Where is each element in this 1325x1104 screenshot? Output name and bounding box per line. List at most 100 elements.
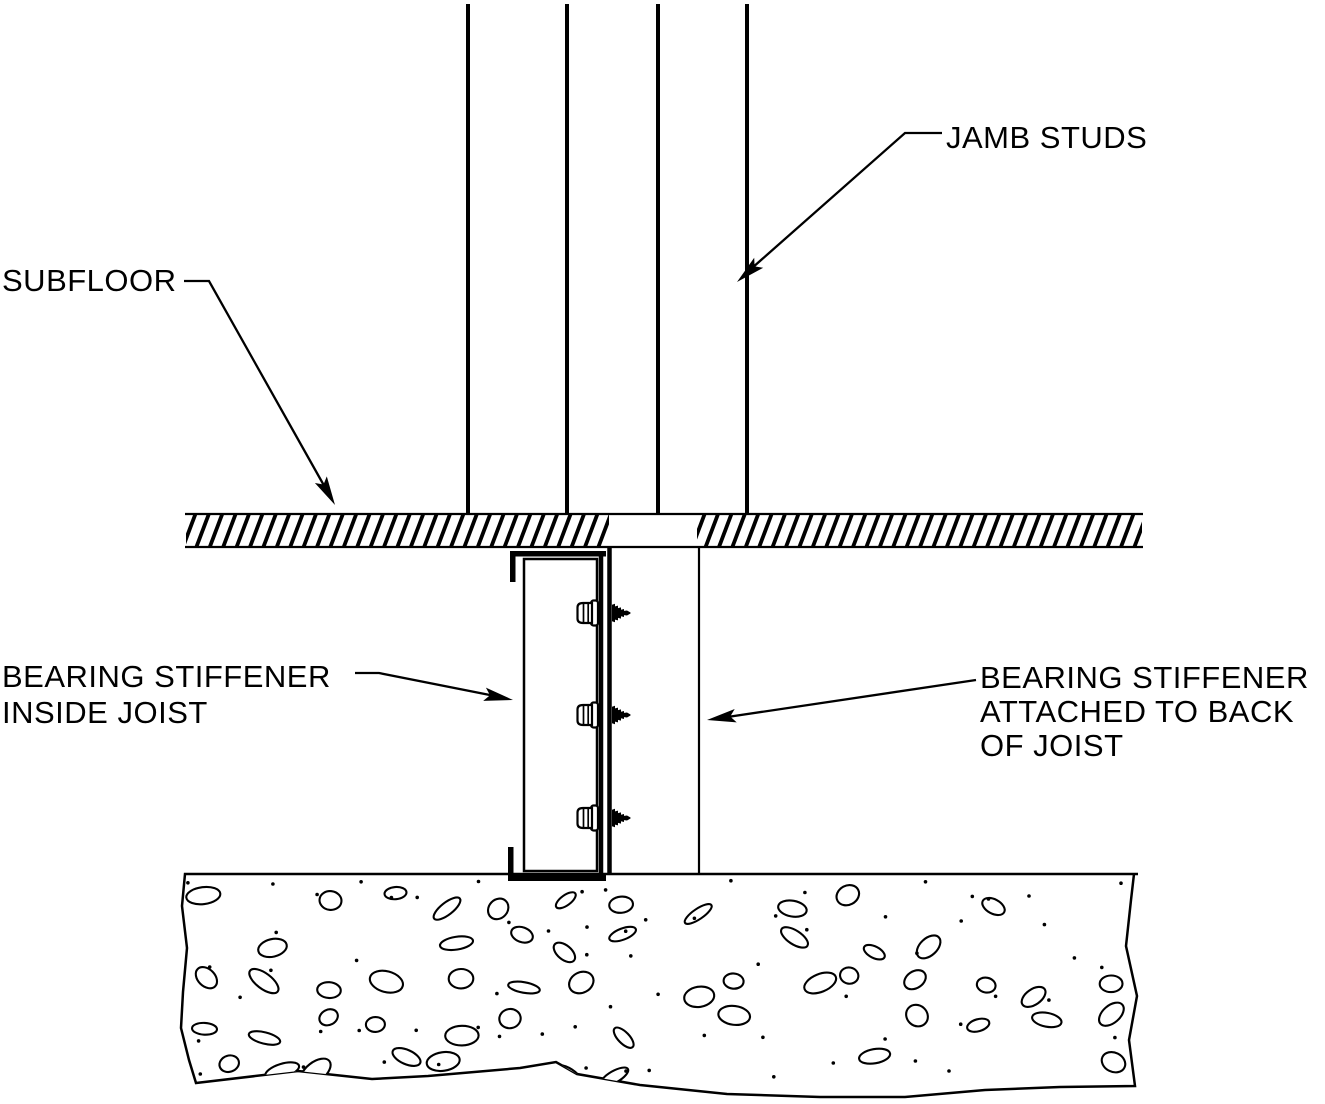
aggregate-pebble (368, 969, 404, 994)
hatch-line (1118, 513, 1136, 547)
hatch-line (703, 513, 721, 547)
aggregate-dot (573, 1025, 577, 1029)
aggregate-pebble (903, 969, 927, 991)
bearing-back-label-line1: BEARING STIFFENER (980, 660, 1309, 695)
aggregate-pebble (318, 890, 343, 911)
aggregate-pebble (722, 972, 745, 990)
hatch-line (971, 513, 989, 547)
hatch-line (931, 513, 949, 547)
hatch-line (489, 513, 507, 547)
aggregate-pebble (1031, 1011, 1063, 1029)
hatch-line (917, 513, 935, 547)
aggregate-pebble (264, 1061, 301, 1081)
bearing-back-leader-line (713, 678, 977, 721)
screw (576, 701, 631, 729)
aggregate-dot (643, 918, 648, 922)
hatch-line (475, 513, 493, 547)
aggregate-pebble (554, 891, 577, 910)
hatch-line (261, 513, 279, 547)
screw-head (576, 601, 594, 625)
aggregate-dot (527, 1075, 532, 1079)
hatch-line (904, 513, 922, 547)
aggregate-pebble (432, 896, 462, 921)
aggregate-dot (986, 897, 991, 901)
hatch-line (355, 513, 373, 547)
aggregate-dot (415, 895, 420, 900)
hatch-line (422, 513, 440, 547)
hatch-line (649, 513, 667, 547)
aggregate-pebble (608, 895, 635, 914)
hatch-line (609, 513, 627, 547)
hatch-line (408, 513, 426, 547)
hatch-line (194, 513, 212, 547)
screw (576, 804, 631, 832)
aggregate-pebble (777, 899, 808, 918)
hatch-line (690, 513, 708, 547)
aggregate-dot (1100, 965, 1104, 970)
subfloor-leader-arrowhead (314, 476, 335, 505)
aggregate-dot (1072, 956, 1077, 960)
hatch-line (810, 513, 828, 547)
aggregate-dot (993, 994, 998, 999)
screw-threaded-tip (612, 705, 631, 725)
hatch-line (636, 513, 654, 547)
hatch-line (435, 513, 453, 547)
hatch-line (1011, 513, 1029, 547)
aggregate-dot (318, 1029, 323, 1034)
aggregate-dot (1113, 1035, 1117, 1040)
aggregate-pebble (507, 980, 541, 995)
aggregate-dot (207, 965, 212, 969)
aggregate-dot (959, 919, 963, 923)
aggregate-dot (476, 1025, 481, 1030)
aggregate-dot (947, 1069, 951, 1073)
aggregate-pebble (257, 937, 288, 959)
hatch-line (837, 513, 855, 547)
hatch-line (783, 513, 801, 547)
aggregate-dot (603, 888, 608, 892)
aggregate-dot (315, 892, 319, 897)
aggregate-pebble (981, 896, 1006, 917)
hatch-line (864, 513, 882, 547)
aggregate-pebble (549, 1064, 584, 1092)
jamb-studs (466, 4, 749, 513)
aggregate-dot (414, 1028, 419, 1033)
aggregate-dot (913, 1059, 918, 1063)
hatch-line (314, 513, 332, 547)
aggregate-pebble (683, 985, 716, 1009)
hatch-line (502, 513, 520, 547)
hatch-line (169, 512, 183, 548)
hatch-line (944, 513, 962, 547)
label-jamb-studs: JAMB STUDS (737, 120, 1147, 282)
aggregate-dot (624, 1069, 628, 1073)
hatch-line (234, 513, 252, 547)
aggregate-dot (186, 881, 190, 885)
aggregate-pebble (915, 934, 942, 960)
aggregate-dot (844, 994, 848, 999)
aggregate-pebble (1098, 974, 1124, 994)
bearing-inside-leader-arrowhead (483, 687, 513, 701)
hatch-line (328, 513, 346, 547)
hatch-line (515, 513, 533, 547)
screw-head (576, 703, 594, 727)
aggregate-dot (761, 1035, 765, 1040)
aggregate-pebble (510, 925, 534, 944)
hatch-line (569, 513, 587, 547)
hatch-line (542, 513, 560, 547)
hatch-line (288, 513, 306, 547)
aggregate-pebble (835, 884, 861, 907)
hatch-line (663, 513, 681, 547)
hatch-line (301, 513, 319, 547)
aggregate-dot (495, 991, 499, 996)
aggregate-dot (585, 952, 589, 957)
aggregate-pebble (190, 1021, 219, 1036)
aggregate-dot (958, 1022, 963, 1026)
hatch-line (582, 513, 600, 547)
aggregate-pebble (599, 1066, 630, 1088)
hatch-line (1065, 513, 1083, 547)
label-bearing-stiffener-inside: BEARING STIFFENER INSIDE JOIST (2, 659, 513, 730)
hatch-line (850, 513, 868, 547)
aggregate-dot (382, 1060, 387, 1064)
aggregate-dot (196, 1039, 201, 1043)
aggregate-pebble (316, 981, 342, 1000)
